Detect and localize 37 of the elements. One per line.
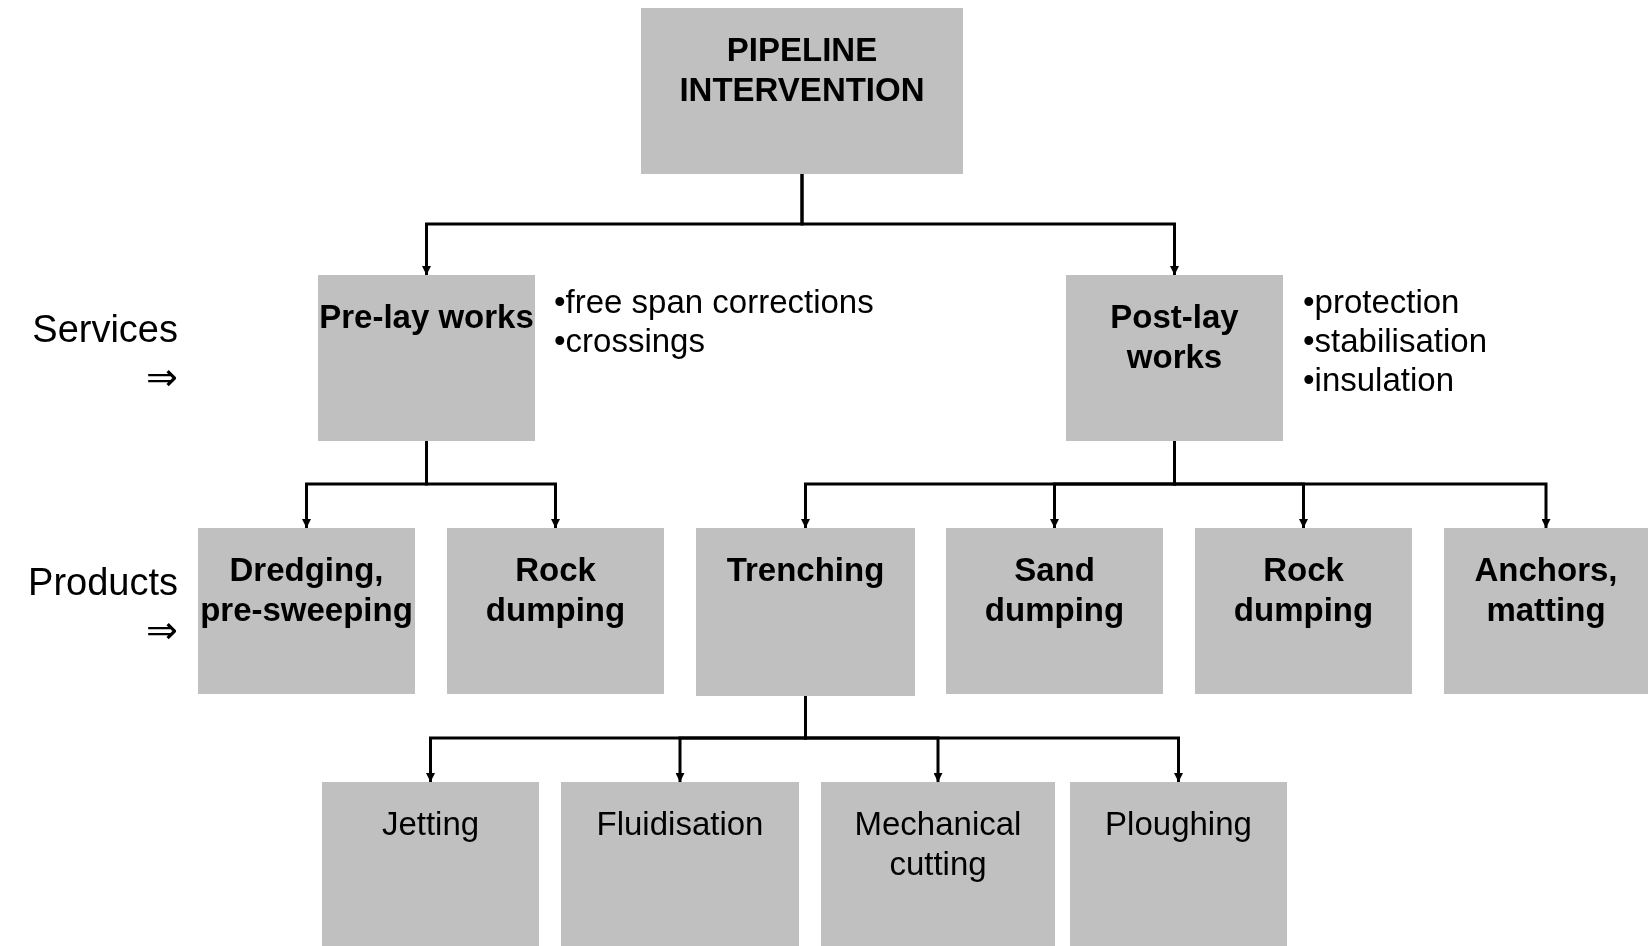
process-box	[946, 528, 1163, 694]
process-box	[1066, 275, 1283, 441]
bullet-item: •insulation	[1303, 360, 1454, 400]
bullet-item: •protection	[1303, 282, 1460, 322]
bullet-item: •stabilisation	[1303, 321, 1487, 361]
process-box	[322, 782, 539, 946]
process-box	[1070, 782, 1287, 946]
box-label: Dredging, pre-sweeping	[199, 550, 414, 630]
arrow	[425, 441, 560, 528]
box-label: PIPELINE INTERVENTION	[678, 30, 926, 110]
box-label: Rock dumping	[484, 550, 627, 630]
bullet-item: •free span corrections	[554, 282, 874, 322]
box-label: Sand dumping	[983, 550, 1126, 630]
process-box	[561, 782, 799, 946]
box-label: Fluidisation	[596, 804, 764, 844]
box-label: Pre-lay works	[319, 297, 534, 337]
row-label: Products ⇒	[27, 560, 178, 653]
process-box	[1195, 528, 1412, 694]
process-box	[447, 528, 664, 694]
box-label: Ploughing	[1105, 804, 1252, 844]
process-box	[198, 528, 415, 694]
row-label: Services ⇒	[31, 307, 178, 400]
box-label: Mechanical cutting	[853, 804, 1023, 884]
box-label: Anchors, matting	[1473, 550, 1619, 630]
bullet-item: •crossings	[554, 321, 705, 361]
process-box	[1444, 528, 1648, 694]
box-label: Post-lay works	[1109, 297, 1240, 377]
process-box	[821, 782, 1055, 946]
arrow	[804, 696, 1183, 782]
box-label: Rock dumping	[1232, 550, 1375, 630]
box-label: Jetting	[381, 804, 480, 844]
box-label: Trenching	[726, 550, 885, 590]
process-box	[318, 275, 535, 441]
process-box	[696, 528, 915, 696]
arrow	[1173, 441, 1551, 528]
process-box	[641, 8, 963, 174]
arrow	[800, 174, 1179, 275]
